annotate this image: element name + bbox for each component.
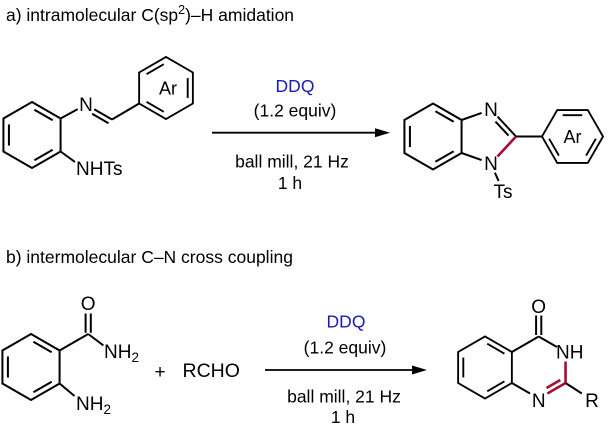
section-b-title-text: b) intermolecular C–N cross coupling	[6, 247, 293, 267]
quinazolinone-product: O NH N R	[457, 297, 599, 412]
conditions-line2: 1 h	[331, 407, 355, 427]
n1-label: N	[484, 154, 498, 175]
rcho-label: RCHO	[183, 360, 240, 382]
c2-r-bond	[565, 382, 583, 395]
amine-nh2-label: NH2	[76, 394, 111, 417]
c-n-bond	[87, 333, 105, 347]
section-a-title: a) intramolecular C(sp2)–H amidation	[6, 3, 294, 26]
conditions-line1: ball mill, 21 Hz	[287, 387, 401, 407]
reaction-arrow-b: DDQ (1.2 equiv) ball mill, 21 Hz 1 h	[265, 312, 427, 427]
nhts-label: NHTs	[76, 159, 122, 180]
imidazole-double-bond-inner	[494, 120, 510, 137]
plus-sign: +	[154, 362, 165, 383]
imine-double-bond	[93, 108, 113, 121]
reaction-arrow-a: DDQ (1.2 equiv) ball mill, 21 Hz 1 h	[212, 76, 390, 193]
ar-label: Ar	[159, 79, 177, 99]
c-n-bond	[58, 382, 76, 397]
nh-label: NH	[556, 343, 583, 364]
equiv-label: (1.2 equiv)	[254, 101, 337, 121]
carbonyl-o-label: O	[81, 294, 96, 315]
benzene-ring	[1, 333, 61, 401]
amide-nh-text: NH	[104, 342, 131, 363]
ts-label: Ts	[494, 182, 513, 203]
benzene-ring	[2, 101, 62, 169]
benzo-ring	[403, 102, 463, 171]
bond	[59, 333, 89, 352]
new-cn-double-bond-highlight	[546, 381, 567, 395]
amide-nh2-label: NH2	[104, 342, 139, 365]
bond	[60, 108, 79, 120]
conditions-line1: ball mill, 21 Hz	[235, 152, 349, 172]
new-cn-double-bond-inner-highlight	[545, 378, 562, 390]
n1-label: N	[532, 391, 546, 412]
amine-sub-text: 2	[103, 402, 111, 417]
reagent-label: DDQ	[327, 312, 366, 332]
imine-reactant: N Ar NHTs	[2, 56, 194, 180]
imidazole-double-bond	[496, 115, 517, 138]
ar-label: Ar	[564, 127, 582, 147]
new-cn-bond-highlight	[496, 135, 517, 158]
equiv-label: (1.2 equiv)	[304, 338, 387, 358]
bond	[538, 335, 558, 348]
aminobenzamide-reactant: O NH2 NH2	[1, 294, 139, 417]
scheme-b: O NH2 NH2 + RCHO DDQ (1.2 equiv) ball mi…	[1, 294, 599, 427]
bond	[461, 111, 482, 121]
section-a-title-post: )–H amidation	[185, 4, 295, 25]
benzimidazole-product: N N Ts Ar	[403, 100, 604, 203]
n3-label: N	[484, 100, 498, 121]
scheme-a: N Ar NHTs DDQ (1.2 equiv) ball mill, 21 …	[2, 56, 604, 203]
bond	[461, 152, 482, 162]
section-b-title: b) intermolecular C–N cross coupling	[6, 247, 293, 268]
imine-double-bond-inner	[91, 112, 110, 125]
section-a-title-pre: a) intramolecular C(sp	[6, 4, 179, 25]
arrow-head	[412, 365, 427, 375]
amine-nh-text: NH	[76, 394, 103, 415]
r-label: R	[585, 391, 599, 412]
benzo-ring	[457, 335, 513, 400]
bond	[111, 102, 140, 121]
imine-n-label: N	[79, 95, 93, 116]
n-ts-bond	[493, 172, 500, 182]
reagent-label: DDQ	[276, 76, 315, 96]
bond	[511, 335, 540, 353]
amide-sub-text: 2	[131, 350, 139, 365]
section-a-title-sup: 2	[178, 3, 186, 17]
carbonyl-o-label: O	[531, 297, 546, 318]
conditions-line2: 1 h	[278, 173, 302, 193]
bond	[59, 150, 76, 163]
bond	[511, 382, 531, 395]
arrow-head	[375, 128, 390, 138]
